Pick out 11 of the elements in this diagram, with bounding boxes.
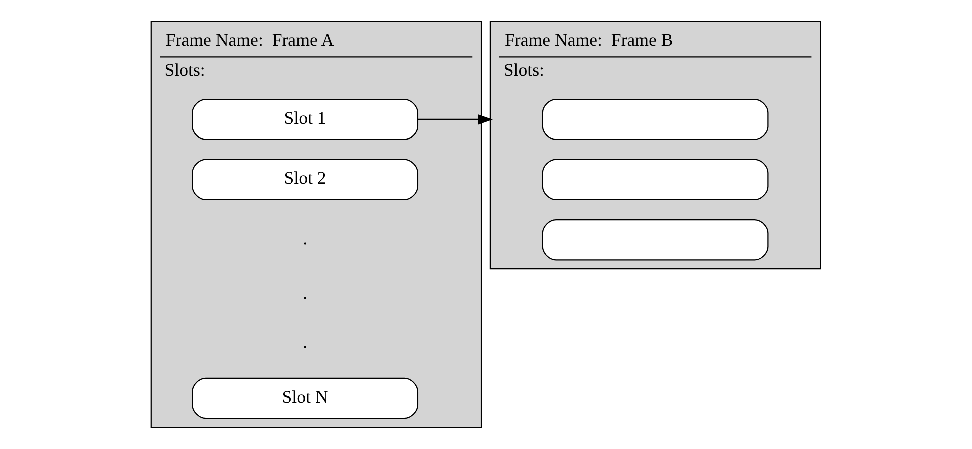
node-box (542, 99, 769, 140)
node-box: Slot 1 (192, 99, 419, 140)
label: . (303, 332, 308, 352)
label: . (303, 228, 308, 248)
node-box (542, 159, 769, 201)
node-box (542, 219, 769, 261)
arrow (418, 114, 493, 125)
node-box: Slot N (192, 378, 419, 420)
label: . (303, 283, 308, 304)
cluster: Frame Name: Frame B Slots: (490, 20, 822, 270)
node-box: Slot 2 (192, 159, 419, 201)
